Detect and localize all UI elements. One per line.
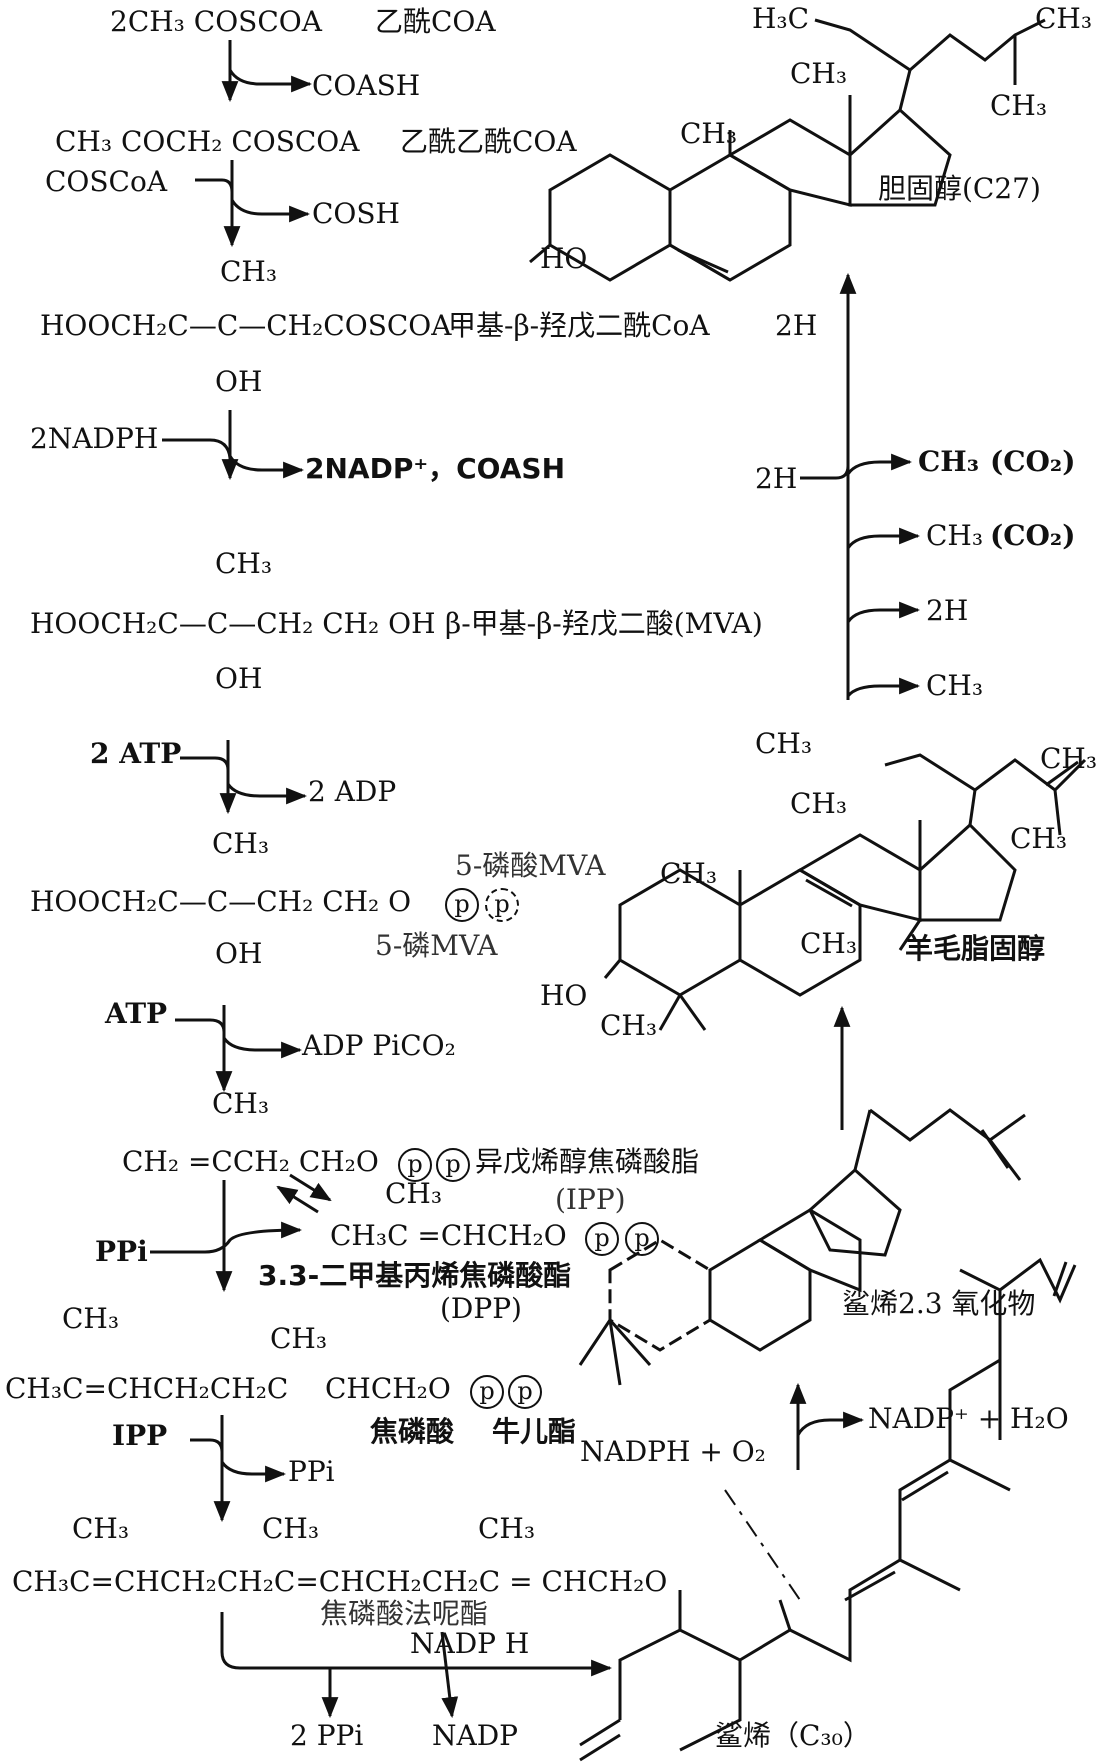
mva-5pp-methyl: CH₃ <box>212 827 270 860</box>
cholesterol-methyl-label: CH₃ <box>990 89 1048 122</box>
dpp-abbreviation: (DPP) <box>440 1292 522 1325</box>
methyl-loss-label: CH₃ <box>926 519 984 552</box>
gpp-formula: CH₃C=CHCH₂CH₂C <box>5 1372 289 1405</box>
phosphate-circle: p <box>485 888 519 922</box>
mva-hydroxyl: OH <box>215 662 263 695</box>
ipp-formula: CH₂ =CCH₂ CH₂O <box>122 1145 379 1178</box>
mva-name: β-甲基-β-羟戊二酸(MVA) <box>445 607 763 640</box>
atp-input-label-2: ATP <box>105 997 168 1030</box>
ipp-abbreviation: (IPP) <box>555 1183 626 1216</box>
acetyl-coa-formula: 2CH₃ COSCOA <box>110 5 322 38</box>
nadp-output-label: NADP <box>432 1719 519 1752</box>
right-2h-label: 2H <box>926 594 969 627</box>
gpp-formula-tail: CHCH₂O <box>325 1372 451 1405</box>
methyl-loss-label: CH₃ <box>926 669 984 702</box>
squalene-structure <box>579 1257 1077 1762</box>
gpp-name-a: 焦磷酸 <box>370 1415 455 1448</box>
hmg-coa-name: 甲基-β-羟戊二酰CoA <box>448 309 710 342</box>
hmg-coa-2h-label: 2H <box>775 309 818 342</box>
coash-release-label: COASH <box>312 69 421 102</box>
dpp-methyl: CH₃ <box>385 1177 443 1210</box>
cholesterol-methyl-label: CH₃ <box>1035 2 1093 35</box>
coscoa-input-label: COSCoA <box>45 165 168 198</box>
lanosterol-name: 羊毛脂固醇 <box>905 932 1046 965</box>
acetoacetyl-coa-formula: CH₃ COCH₂ COSCOA <box>55 125 360 158</box>
hmg-coa-hydroxyl: OH <box>215 365 263 398</box>
lanosterol-methyl-label: CH₃ <box>600 1009 658 1042</box>
lanosterol-hydroxyl-label: HO <box>540 979 588 1012</box>
co2-label: (CO₂) <box>990 445 1076 478</box>
mva-5-phosphate-name: 5-磷酸MVA <box>455 849 606 882</box>
phosphate-circle: p <box>436 1148 470 1182</box>
cosh-release-label: COSH <box>312 197 400 230</box>
co2-label: (CO₂) <box>990 519 1076 552</box>
cholesterol-hydroxyl-label: HO <box>540 242 588 275</box>
cholesterol-h3c-label: H₃C <box>752 2 810 35</box>
dpp-name: 3.3-二甲基丙烯焦磷酸酯 <box>258 1259 572 1292</box>
left-pathway-arrows <box>150 40 613 1719</box>
squalene-name: 鲨烯（C₃₀） <box>715 1719 871 1752</box>
ipp-name: 异戊烯醇焦磷酸脂 <box>475 1145 700 1178</box>
hmg-coa-methyl: CH₃ <box>220 255 278 288</box>
hmg-coa-formula: HOOCH₂C—C—CH₂COSCOA <box>40 309 452 342</box>
fpp-formula: CH₃C=CHCH₂CH₂C=CHCH₂CH₂C = CHCH₂O <box>12 1565 668 1598</box>
mva-5pp-hydroxyl: OH <box>215 937 263 970</box>
lanosterol-methyl-label: CH₃ <box>800 927 858 960</box>
adp-output-label: 2 ADP <box>308 775 397 808</box>
ppi-input-label: PPi <box>95 1235 148 1268</box>
gpp-methyl-a: CH₃ <box>62 1302 120 1335</box>
fpp-name: 焦磷酸法呢酯 <box>320 1597 489 1630</box>
gpp-methyl-b: CH₃ <box>270 1322 328 1355</box>
phosphate-circle: p <box>625 1222 659 1256</box>
cholesterol-methyl-label: CH₃ <box>790 57 848 90</box>
right-2h-input-label: 2H <box>755 462 798 495</box>
fpp-methyl-c: CH₃ <box>478 1512 536 1545</box>
lanosterol-methyl-label: CH₃ <box>1010 822 1068 855</box>
squalene-epoxide-structure <box>578 1108 1026 1386</box>
acetoacetyl-coa-name: 乙酰乙酰COA <box>400 125 577 158</box>
nadph-input-label-2: NADP H <box>410 1627 530 1660</box>
acetyl-coa-name: 乙酰COA <box>375 5 496 38</box>
lanosterol-structure <box>603 753 1087 1031</box>
cholesterol-name: 胆固醇(C27) <box>878 172 1041 205</box>
cholesterol-methyl-label: CH₃ <box>680 117 738 150</box>
adp-pi-co2-output-label: ADP PiCO₂ <box>302 1029 456 1062</box>
lanosterol-methyl-label: CH₃ <box>1040 742 1098 775</box>
mva-methyl: CH₃ <box>215 547 273 580</box>
ppi-output-label-2: 2 PPi <box>290 1719 364 1752</box>
phosphate-circle: p <box>445 888 479 922</box>
ipp-input-label: IPP <box>112 1419 168 1452</box>
methyl-loss-label: CH₃ <box>918 445 980 478</box>
phosphate-circle: p <box>585 1222 619 1256</box>
nadp-h2o-output-label: NADP⁺ + H₂O <box>868 1402 1069 1435</box>
lanosterol-methyl-label: CH₃ <box>755 727 813 760</box>
cholesterol-structure <box>529 18 1046 282</box>
mva-formula: HOOCH₂C—C—CH₂ CH₂ OH <box>30 607 436 640</box>
squalene-epoxide-name: 鲨烯2.3 氧化物 <box>842 1287 1036 1320</box>
phosphate-circle: p <box>508 1375 542 1409</box>
nadp-coash-output-label: 2NADP⁺，COASH <box>305 452 565 485</box>
gpp-name-b: 牛儿酯 <box>492 1415 577 1448</box>
fpp-methyl-a: CH₃ <box>72 1512 130 1545</box>
phosphate-circle: p <box>470 1375 504 1409</box>
dpp-formula: CH₃C =CHCH₂O <box>330 1219 567 1252</box>
nadph-o2-input-label: NADPH + O₂ <box>580 1435 766 1468</box>
ppi-output-label: PPi <box>288 1455 335 1488</box>
fpp-methyl-b: CH₃ <box>262 1512 320 1545</box>
lanosterol-methyl-label: CH₃ <box>790 787 848 820</box>
ipp-methyl: CH₃ <box>212 1087 270 1120</box>
mva-5pp-name: 5-磷MVA <box>375 929 498 962</box>
right-pathway-arrows <box>724 272 921 1601</box>
mva-5pp-formula: HOOCH₂C—C—CH₂ CH₂ O <box>30 885 412 918</box>
phosphate-circle: p <box>398 1148 432 1182</box>
atp-input-label: 2 ATP <box>90 737 182 770</box>
nadph-input-label: 2NADPH <box>30 422 159 455</box>
lanosterol-methyl-label: CH₃ <box>660 857 718 890</box>
